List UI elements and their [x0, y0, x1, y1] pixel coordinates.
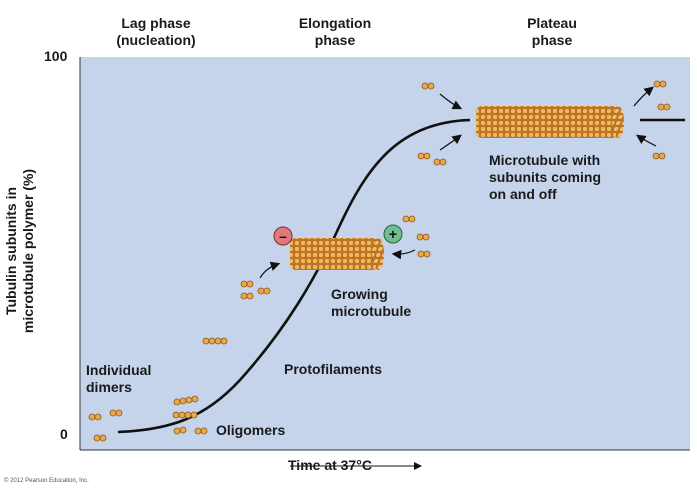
minus-sign: – [279, 228, 287, 244]
plus-sign: + [389, 226, 397, 242]
elongation-phase-subtitle: phase [314, 32, 356, 48]
individual-dimers-line1: Individual [86, 362, 152, 378]
plateau-phase-title: Plateau [527, 15, 577, 31]
copyright-notice: © 2012 Pearson Education, Inc. [4, 478, 89, 484]
y-axis-title-line2: microtubule polymer (%) [20, 168, 36, 334]
x-axis-title: Time at 37°C [288, 457, 372, 473]
lag-phase-subtitle: (nucleation) [116, 32, 196, 48]
y-axis-title-line1: Tubulin subunits in [3, 186, 19, 316]
elongation-phase-title: Elongation [298, 15, 372, 31]
y-max-label: 100 [44, 48, 68, 64]
plateau-microtubule-line2: subunits coming [489, 169, 601, 185]
plateau-phase-subtitle: phase [531, 32, 573, 48]
growing-microtubule-icon [290, 238, 384, 270]
growing-microtubule-line1: Growing [331, 286, 388, 302]
plateau-microtubule-label: Microtubule with subunits coming on and … [489, 152, 601, 203]
individual-dimers-line2: dimers [86, 379, 132, 395]
plateau-microtubule-line1: Microtubule with [489, 152, 601, 168]
elongation-phase-header: Elongation phase [275, 15, 395, 49]
protofilaments-label: Protofilaments [284, 361, 383, 377]
plateau-microtubule-line3: on and off [489, 186, 557, 202]
growing-microtubule-label: Growing microtubule [331, 286, 411, 320]
plateau-phase-header: Plateau phase [497, 15, 607, 49]
y-axis-title: Tubulin subunits in microtubule polymer … [3, 151, 37, 351]
exchange-arrows [259, 86, 657, 470]
lag-phase-title: Lag phase [121, 15, 191, 31]
tubulin-dimers [88, 80, 671, 442]
plus-end-marker: + [383, 224, 403, 244]
y-min-label: 0 [60, 426, 68, 442]
plateau-microtubule-icon [476, 106, 624, 138]
growing-microtubule-line2: microtubule [331, 303, 412, 319]
oligomers-label: Oligomers [216, 422, 286, 438]
individual-dimers-label: Individual dimers [86, 362, 151, 396]
minus-end-marker: – [273, 226, 293, 246]
lag-phase-header: Lag phase (nucleation) [96, 15, 216, 49]
